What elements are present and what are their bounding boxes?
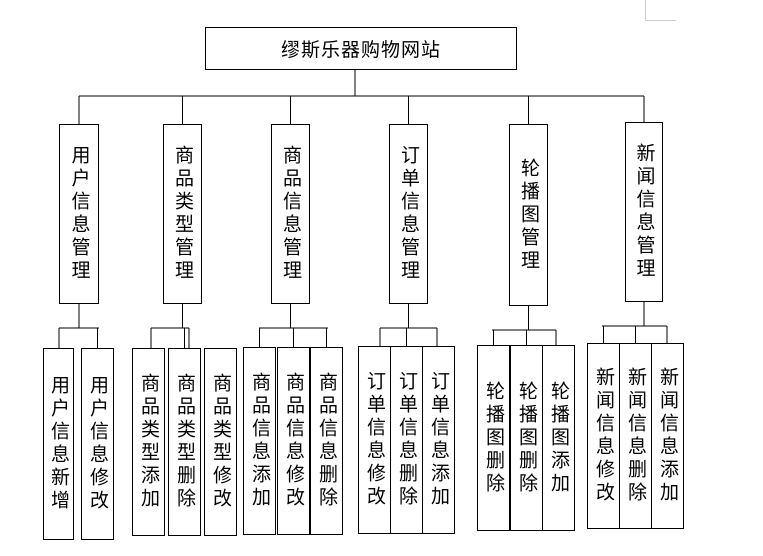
module-node: 用户信息管理 <box>59 124 99 304</box>
submodule-node: 用户信息新增 <box>43 348 74 540</box>
submodule-label: 商品信息删除 <box>316 372 338 510</box>
submodule-label: 轮播图添加 <box>548 380 570 496</box>
submodule-label: 轮播图删除 <box>483 380 505 496</box>
page-corner-mark <box>645 0 676 21</box>
submodule-node: 轮播图删除 <box>477 345 510 531</box>
module-node: 订单信息管理 <box>389 124 428 304</box>
submodule-node: 用户信息修改 <box>81 348 114 540</box>
submodule-node: 商品信息修改 <box>277 347 310 535</box>
submodule-node: 新闻信息删除 <box>619 343 652 529</box>
submodule-label: 商品信息添加 <box>249 372 271 510</box>
submodule-label: 订单信息添加 <box>428 371 450 509</box>
submodule-node: 商品类型添加 <box>132 348 165 536</box>
module-label: 订单信息管理 <box>398 145 420 283</box>
module-node: 商品信息管理 <box>271 124 310 304</box>
submodule-node: 订单信息修改 <box>358 346 391 534</box>
module-label: 新闻信息管理 <box>633 143 656 281</box>
submodule-label: 用户信息修改 <box>87 375 109 513</box>
module-label: 商品类型管理 <box>172 145 194 283</box>
submodule-node: 订单信息添加 <box>422 346 455 534</box>
module-label: 轮播图管理 <box>518 157 540 273</box>
submodule-node: 订单信息删除 <box>390 346 423 534</box>
submodule-label: 新闻信息删除 <box>625 367 647 505</box>
submodule-label: 用户信息新增 <box>48 375 70 513</box>
submodule-label: 订单信息删除 <box>396 371 418 509</box>
submodule-node: 商品信息删除 <box>310 347 343 535</box>
submodule-node: 商品类型修改 <box>204 348 237 536</box>
submodule-node: 商品信息添加 <box>243 347 276 535</box>
module-label: 用户信息管理 <box>68 145 91 283</box>
submodule-label: 轮播图删除 <box>516 380 538 496</box>
submodule-label: 商品类型修改 <box>210 373 232 511</box>
root-node: 缪斯乐器购物网站 <box>205 27 517 70</box>
submodule-label: 订单信息修改 <box>364 371 386 509</box>
root-label: 缪斯乐器购物网站 <box>280 39 441 61</box>
module-node: 新闻信息管理 <box>625 122 663 302</box>
submodule-node: 新闻信息添加 <box>651 343 684 529</box>
submodule-node: 商品类型删除 <box>168 348 201 536</box>
submodule-label: 新闻信息修改 <box>593 367 615 505</box>
submodule-node: 轮播图添加 <box>542 345 575 531</box>
submodule-node: 轮播图删除 <box>510 345 543 531</box>
submodule-node: 新闻信息修改 <box>587 343 620 529</box>
submodule-label: 商品信息修改 <box>283 372 305 510</box>
submodule-label: 新闻信息添加 <box>657 367 679 505</box>
module-node: 轮播图管理 <box>509 124 548 306</box>
module-label: 商品信息管理 <box>280 145 302 283</box>
submodule-label: 商品类型添加 <box>138 373 160 511</box>
submodule-label: 商品类型删除 <box>174 373 196 511</box>
module-node: 商品类型管理 <box>163 124 202 304</box>
